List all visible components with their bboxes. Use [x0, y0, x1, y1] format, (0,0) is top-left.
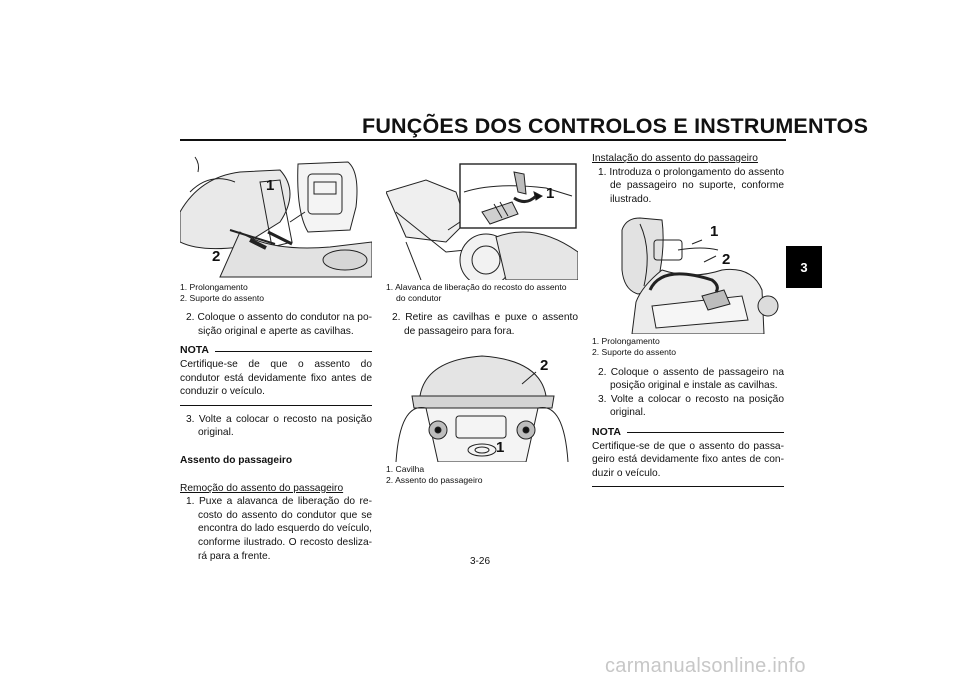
- caption-item: 1. Prolongamento: [180, 282, 248, 292]
- caption-item: 1. Prolongamento: [592, 336, 660, 347]
- note-label: NOTA: [180, 344, 209, 357]
- watermark: carmanualsonline.info: [605, 655, 806, 677]
- fig-callout: 2: [540, 357, 548, 374]
- subheading: Instalação do assento do passageiro: [592, 153, 758, 164]
- caption-item: 2. Suporte do assento: [592, 346, 677, 357]
- step-2: 2. Coloque o assento de passageiro na po…: [598, 366, 784, 392]
- fig-callout: 1: [266, 177, 274, 194]
- note-text: Certifique-se de que o assento do passa-…: [592, 440, 784, 479]
- subheading: Remoção do assento do passageiro: [180, 482, 344, 494]
- caption-item: 2. Suporte do assento: [180, 292, 265, 303]
- step-2: 2. Coloque o assento do condutor na po-s…: [186, 312, 372, 337]
- seat-installation-figure: 1 2: [621, 217, 779, 335]
- fig-callout: 1: [546, 185, 554, 202]
- chapter-tab[interactable]: 3: [786, 246, 822, 288]
- backrest-lever-figure: 1: [386, 163, 578, 280]
- fig-callout: 1: [496, 439, 504, 456]
- note-heading: NOTA: [592, 426, 784, 440]
- caption-item: 1. Cavilha: [386, 464, 425, 475]
- note-text: Certifique-se de que o assento do condut…: [180, 358, 372, 398]
- caption-item: 1. Alavanca de liberação do recosto do a…: [386, 282, 567, 303]
- step-3: 3. Volte a colocar o recosto na posição …: [186, 413, 372, 439]
- column-1: 1 2 1. Prolongamento 2. Suporte do assen…: [180, 152, 372, 563]
- section-heading: Assento do passageiro: [180, 454, 293, 466]
- step-3: 3. Volte a colocar o recosto na posição …: [598, 393, 784, 419]
- fig-callout: 1: [710, 223, 718, 240]
- note-end-rule: [592, 486, 784, 488]
- page-number: 3-26: [469, 556, 490, 567]
- header-rule: [180, 139, 786, 141]
- figure-caption: 1. Alavanca de liberação do recosto do a…: [386, 282, 578, 303]
- step-2: 2. Retire as cavilhas e puxe o assento d…: [392, 312, 578, 337]
- step-1: 1. Puxe a alavanca de liberação do re-co…: [186, 496, 372, 562]
- column-2: 1 1. Alavanca de liberação do recosto do…: [386, 152, 578, 486]
- note-label: NOTA: [592, 425, 621, 438]
- figure-caption: 1. Prolongamento 2. Suporte do assento: [180, 282, 372, 303]
- fig-callout: 2: [722, 251, 730, 268]
- caption-item: 2. Assento do passageiro: [386, 474, 483, 485]
- passenger-seat-figure: 2 1: [395, 355, 569, 463]
- page-header-title: FUNÇÕES DOS CONTROLOS E INSTRUMENTOS: [362, 114, 869, 138]
- note-end-rule: [180, 404, 372, 406]
- step-1: 1. Introduza o prolongamento do assento …: [598, 166, 784, 205]
- figure-caption: 1. Cavilha 2. Assento do passageiro: [386, 464, 578, 485]
- note-heading: NOTA: [180, 344, 372, 358]
- fig-callout: 2: [212, 248, 220, 265]
- figure-caption: 1. Prolongamento 2. Suporte do assento: [592, 336, 784, 357]
- column-3: Instalação do assento do passageiro 1. I…: [592, 152, 784, 488]
- seat-extension-figure: 1 2: [180, 156, 372, 278]
